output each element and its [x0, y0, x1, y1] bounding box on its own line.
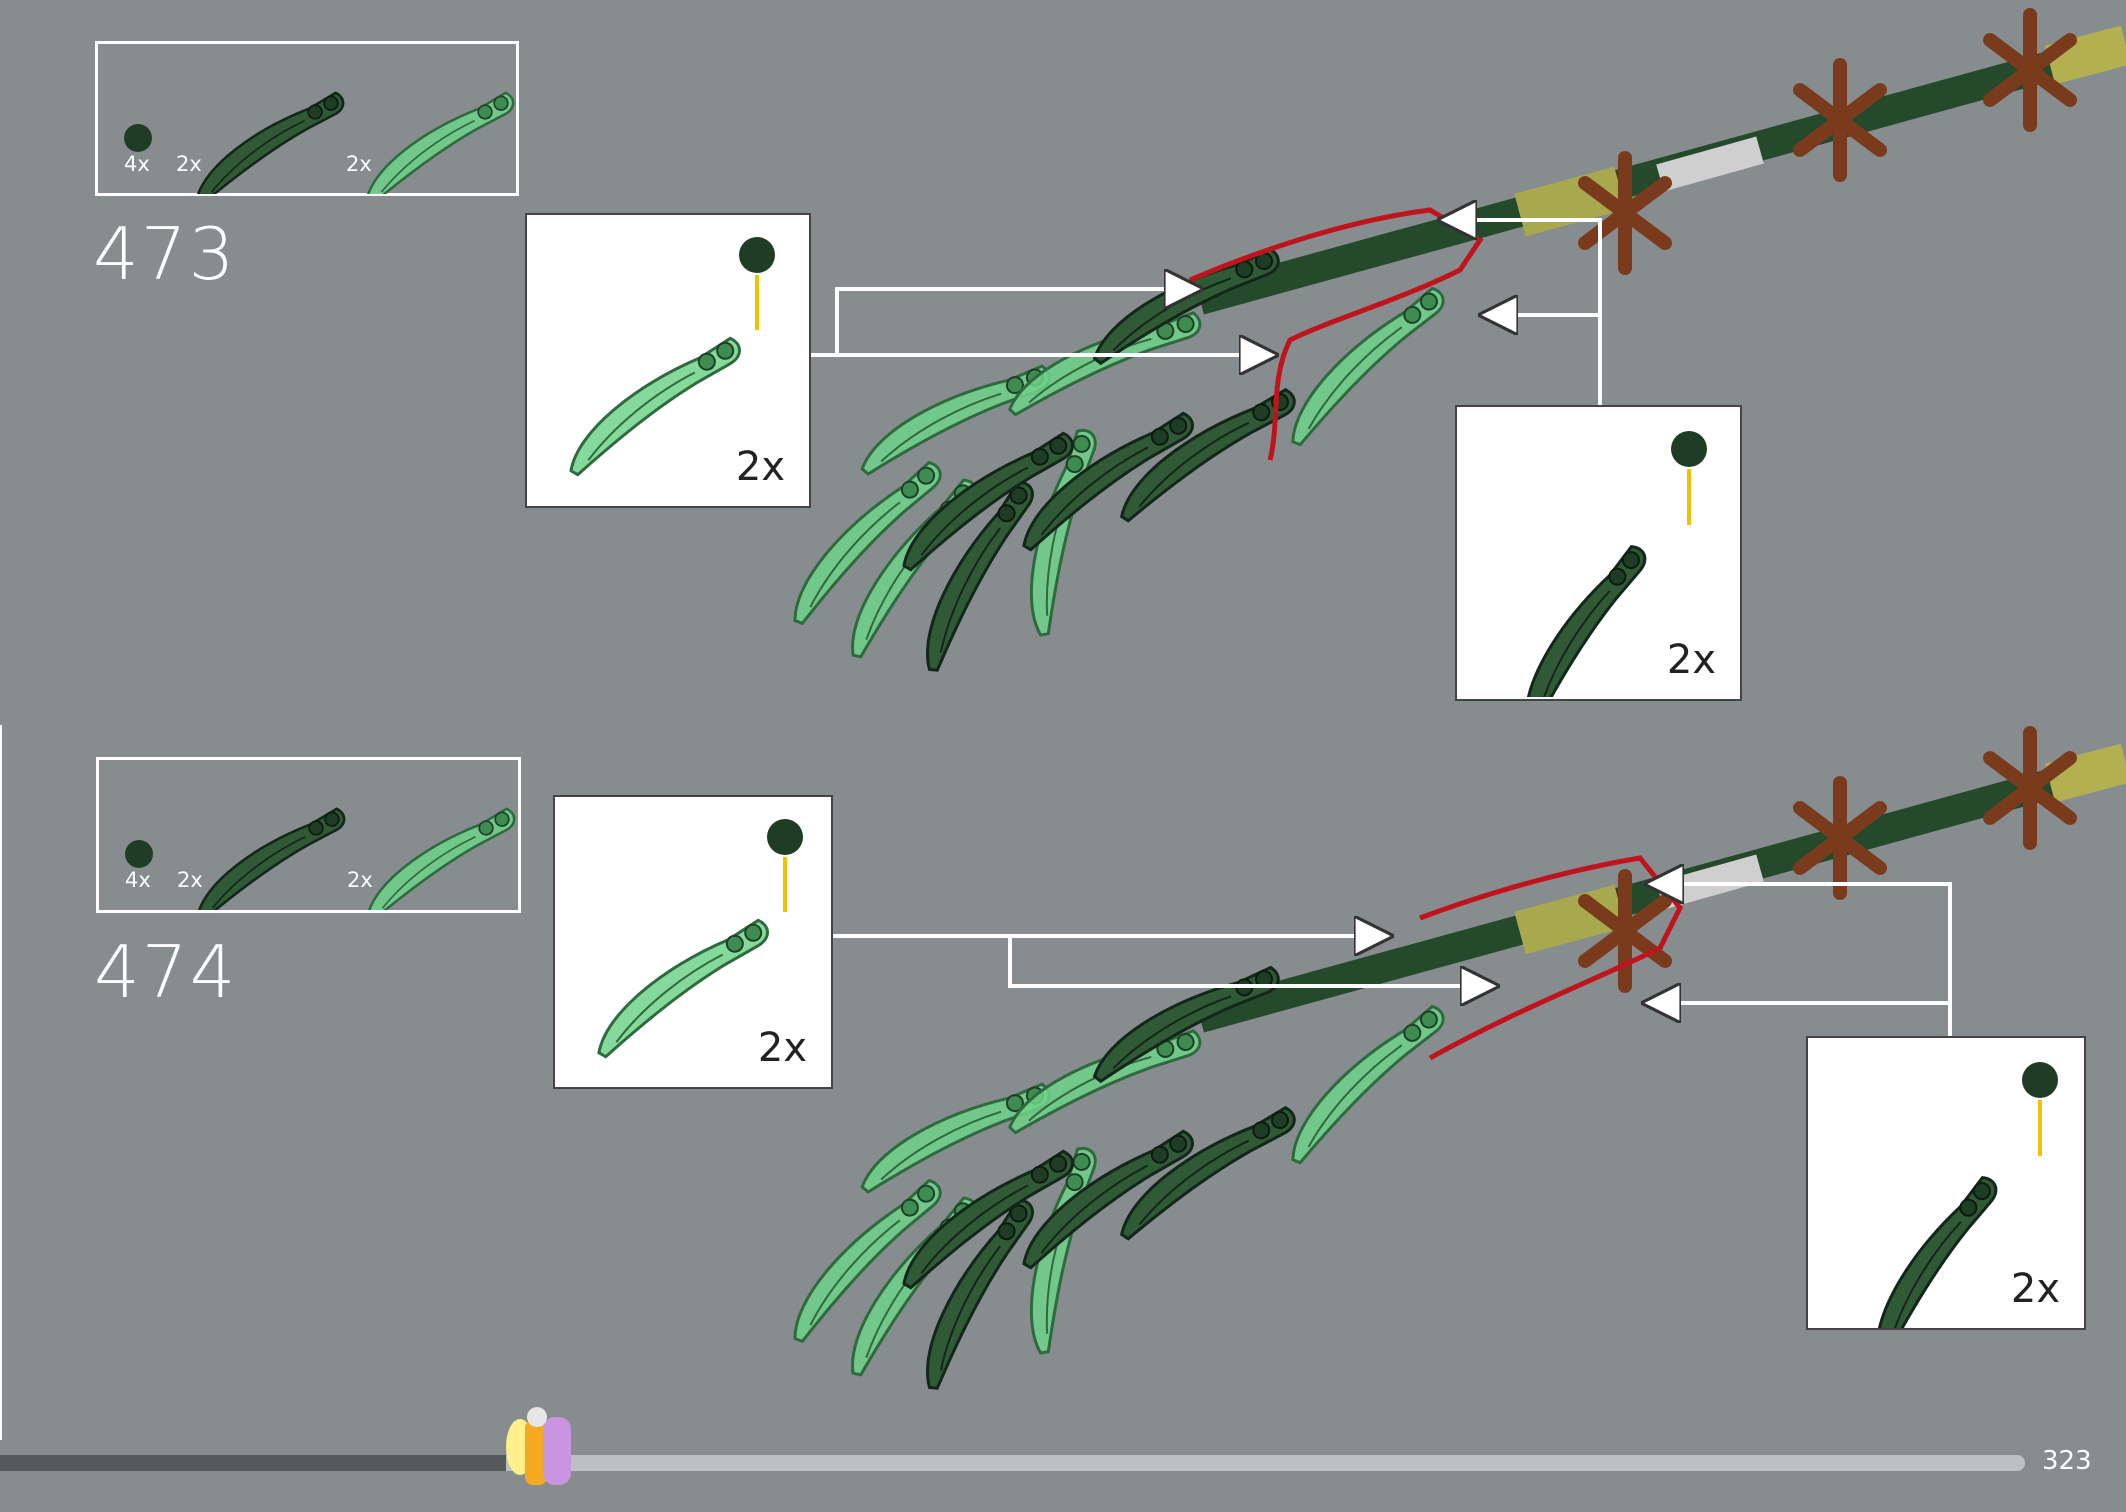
page-edge-line — [0, 725, 2, 1440]
callout-474-dark-leaf: 2x — [1806, 1036, 2086, 1330]
parts-list-474: 4x 2x 2x — [96, 757, 533, 923]
progress-track — [0, 1455, 2025, 1471]
trans-leaf-icon — [346, 90, 532, 207]
round-plate-icon — [124, 124, 152, 152]
part-count: 2x — [177, 868, 203, 892]
step-473-assembly — [760, 15, 2126, 674]
page-number: 323 — [2042, 1446, 2092, 1476]
part-count: 2x — [176, 152, 202, 176]
step-number: 474 — [94, 930, 238, 1014]
parts-list-473: 4x 2x 2x — [95, 41, 532, 207]
dark-leaf-icon — [176, 90, 362, 207]
progress-mascot-icon — [506, 1407, 571, 1485]
callout-474-trans-leaf: 2x — [553, 795, 833, 1089]
step-474-assembly — [760, 733, 2126, 1392]
arrow-lines — [810, 220, 1952, 1036]
part-count: 4x — [125, 868, 151, 892]
callout-multiplier: 2x — [757, 1025, 807, 1071]
dark-leaf-icon — [177, 806, 363, 923]
part-count: 4x — [124, 152, 150, 176]
step-number: 473 — [93, 212, 237, 296]
round-plate-icon — [125, 840, 153, 868]
part-count: 2x — [347, 868, 373, 892]
callout-473-trans-leaf: 2x — [525, 213, 811, 508]
callout-multiplier: 2x — [735, 444, 785, 490]
callout-multiplier: 2x — [2010, 1266, 2060, 1312]
callout-multiplier: 2x — [1666, 637, 1716, 683]
trans-leaf-icon — [347, 806, 533, 923]
callout-473-dark-leaf: 2x — [1455, 405, 1742, 701]
progress-fill — [0, 1455, 507, 1471]
part-count: 2x — [346, 152, 372, 176]
